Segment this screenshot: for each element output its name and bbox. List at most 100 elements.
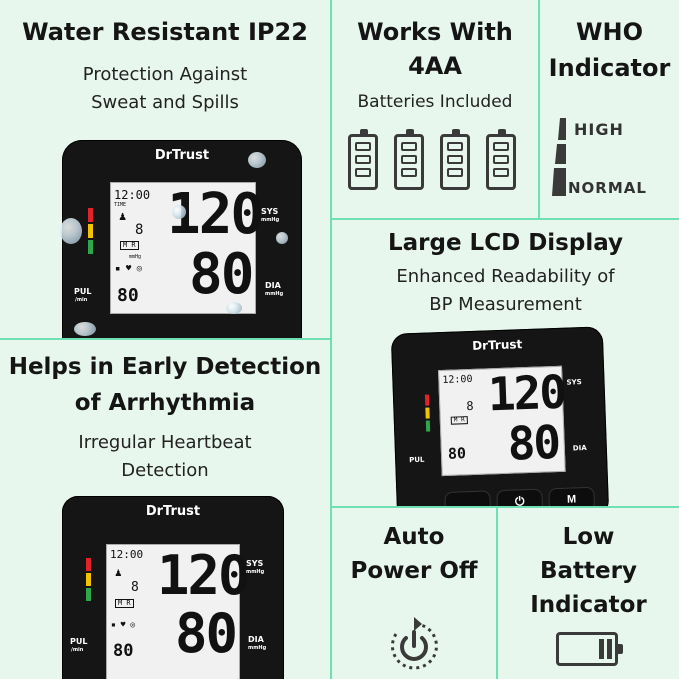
who-title-line2: Indicator <box>548 54 671 82</box>
sys-label: SYS <box>261 207 279 216</box>
lcd-screen: 12:00 8 M R 120 80 80 <box>438 364 566 477</box>
large-lcd-subtitle-line1: Enhanced Readability of <box>396 266 615 287</box>
arrhythmia-panel: Helps in Early Detection of Arrhythmia I… <box>0 340 330 679</box>
sys-label: SYS <box>246 559 264 568</box>
diastolic-value: 80 <box>189 242 254 307</box>
water-droplet <box>248 152 266 168</box>
water-droplet <box>226 302 242 314</box>
memory-recall-label: M R <box>450 416 468 425</box>
battery-icon <box>348 129 378 190</box>
start-button[interactable] <box>444 490 492 506</box>
pul-label: PUL <box>409 455 425 465</box>
pul-unit: /min <box>75 297 88 303</box>
dia-unit: mmHg <box>248 645 267 651</box>
divider <box>0 338 332 340</box>
large-lcd-subtitle-line2: BP Measurement <box>429 294 582 315</box>
systolic-value: 120 <box>486 364 566 422</box>
sys-unit: mmHg <box>261 217 280 223</box>
divider <box>538 0 540 220</box>
water-resistant-panel: Water Resistant IP22 Protection Against … <box>0 0 330 338</box>
heartbeat-icon: ▪ ♥ ◎ <box>111 620 136 629</box>
dia-unit: mmHg <box>265 291 284 297</box>
battery-icon <box>394 129 424 190</box>
divider <box>496 508 498 679</box>
lcd-screen: 12:00 TIME ♟ 8 M R mmHg ▪ ♥ ◎ 120 80 80 <box>110 182 264 314</box>
arrhythmia-subtitle-line2: Detection <box>121 460 209 481</box>
water-droplet <box>276 232 288 244</box>
bp-monitor-device: DrTrust 12:00 TIME ♟ 8 M R mmHg ▪ ♥ ◎ 12… <box>62 140 302 338</box>
pulse-value: 80 <box>447 444 467 463</box>
time-label: TIME <box>114 202 127 208</box>
who-led-indicator <box>424 394 431 432</box>
low-battery-title-line1: Low <box>562 524 615 550</box>
low-battery-title-line3: Indicator <box>530 592 647 618</box>
arrhythmia-title-line1: Helps in Early Detection <box>8 354 322 380</box>
battery-icon <box>486 129 516 190</box>
batteries-subtitle: Batteries Included <box>357 92 513 112</box>
arrhythmia-title-line2: of Arrhythmia <box>74 390 256 416</box>
water-resistant-subtitle-line2: Sweat and Spills <box>91 92 239 113</box>
memory-recall-label: M R <box>115 599 134 608</box>
memory-number: 8 <box>466 398 474 414</box>
who-indicator-panel: WHO Indicator HIGH NORMAL <box>540 0 679 218</box>
arrhythmia-subtitle-line1: Irregular Heartbeat <box>78 432 252 453</box>
who-normal-label: NORMAL <box>568 179 647 197</box>
sys-label: SYS <box>566 378 582 387</box>
pulse-value: 80 <box>117 285 139 306</box>
user-icon: ♟ <box>115 566 122 579</box>
power-button[interactable]: ⏻ <box>496 488 544 506</box>
diastolic-value: 80 <box>506 414 560 471</box>
auto-power-off-icon <box>390 617 438 670</box>
who-high-label: HIGH <box>574 120 624 139</box>
time-readout: 12:00 <box>114 188 151 202</box>
auto-power-off-title-line1: Auto <box>383 524 445 550</box>
low-battery-title-line2: Battery <box>540 558 637 584</box>
battery-icon <box>440 129 470 190</box>
brand-logo: DrTrust <box>154 148 210 163</box>
who-title-line1: WHO <box>576 18 643 46</box>
water-resistant-subtitle-line1: Protection Against <box>82 64 248 85</box>
water-resistant-title: Water Resistant IP22 <box>22 18 308 46</box>
systolic-value: 120 <box>157 544 251 607</box>
dia-label: DIA <box>248 635 264 644</box>
brand-logo: DrTrust <box>471 337 523 353</box>
batteries-title-line2: 4AA <box>408 52 462 80</box>
low-battery-panel: Low Battery Indicator <box>498 508 679 679</box>
divider <box>332 218 679 220</box>
memory-number: 8 <box>131 580 139 595</box>
bp-monitor-device: DrTrust 12:00 8 M R 120 80 80 SYS DIA PU… <box>390 326 610 506</box>
who-led-indicator <box>88 208 93 254</box>
time-readout: 12:00 <box>442 373 473 386</box>
large-lcd-title: Large LCD Display <box>387 230 624 256</box>
batteries-title-line1: Works With <box>357 18 513 46</box>
pul-unit: /min <box>71 647 84 653</box>
lcd-screen: 12:00 ♟ 8 M R ▪ ♥ ◎ 120 80 80 <box>106 544 251 679</box>
low-battery-icon <box>556 632 623 666</box>
dia-label: DIA <box>265 281 281 290</box>
pul-label: PUL <box>70 637 88 646</box>
water-droplet <box>172 205 186 219</box>
time-readout: 12:00 <box>110 548 144 561</box>
auto-power-off-panel: Auto Power Off <box>332 508 496 679</box>
sys-unit: mmHg <box>246 569 265 575</box>
memory-number: 8 <box>135 222 144 238</box>
user-icon: ♟ <box>119 209 127 223</box>
water-droplet <box>60 218 82 244</box>
memory-button[interactable]: M <box>548 486 596 506</box>
divider <box>332 506 679 508</box>
batteries-panel: Works With 4AA Batteries Included <box>332 0 538 218</box>
who-led-indicator <box>86 558 91 601</box>
dia-label: DIA <box>572 443 587 453</box>
auto-power-off-title-line2: Power Off <box>350 558 478 584</box>
pul-label: PUL <box>74 287 92 296</box>
pulse-value: 80 <box>113 641 134 661</box>
diastolic-value: 80 <box>175 602 238 665</box>
water-droplet <box>74 322 96 336</box>
bp-monitor-device: DrTrust 12:00 ♟ 8 M R ▪ ♥ ◎ 120 80 80 SY… <box>62 496 284 679</box>
heartbeat-icon: ▪ ♥ ◎ <box>115 264 143 274</box>
brand-logo: DrTrust <box>145 504 201 519</box>
memory-recall-label: M R <box>120 241 139 250</box>
mmhg-label: mmHg <box>129 254 142 260</box>
who-classification-icon <box>552 118 566 196</box>
